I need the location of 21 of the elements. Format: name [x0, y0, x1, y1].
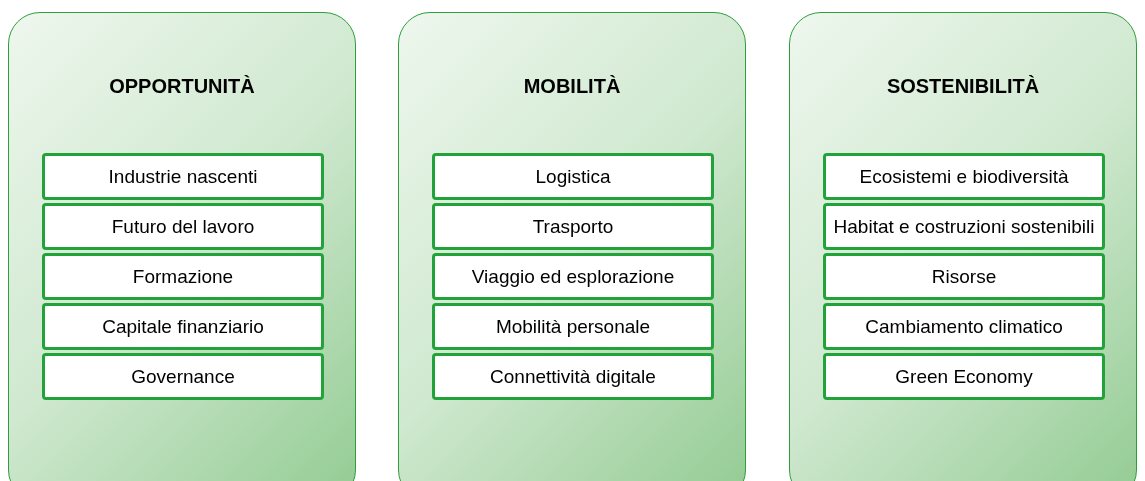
topic-box: Capitale finanziario — [42, 303, 324, 350]
category-panel — [789, 12, 1137, 481]
topic-box: Governance — [42, 353, 324, 400]
panel-title: OPPORTUNITÀ — [108, 75, 256, 98]
panel-title: MOBILITÀ — [522, 75, 622, 98]
topic-box: Habitat e costruzioni sostenibili — [823, 203, 1105, 250]
topic-box: Formazione — [42, 253, 324, 300]
category-panel — [398, 12, 746, 481]
category-panel — [8, 12, 356, 481]
topic-box: Green Economy — [823, 353, 1105, 400]
panel-title: SOSTENIBILITÀ — [885, 75, 1041, 98]
topic-box: Mobilità personale — [432, 303, 714, 350]
topic-box: Connettività digitale — [432, 353, 714, 400]
topic-box: Trasporto — [432, 203, 714, 250]
topic-box: Industrie nascenti — [42, 153, 324, 200]
topic-box: Risorse — [823, 253, 1105, 300]
topic-box: Logistica — [432, 153, 714, 200]
topic-box: Ecosistemi e biodiversità — [823, 153, 1105, 200]
topic-box: Futuro del lavoro — [42, 203, 324, 250]
topic-box: Cambiamento climatico — [823, 303, 1105, 350]
topic-box: Viaggio ed esplorazione — [432, 253, 714, 300]
